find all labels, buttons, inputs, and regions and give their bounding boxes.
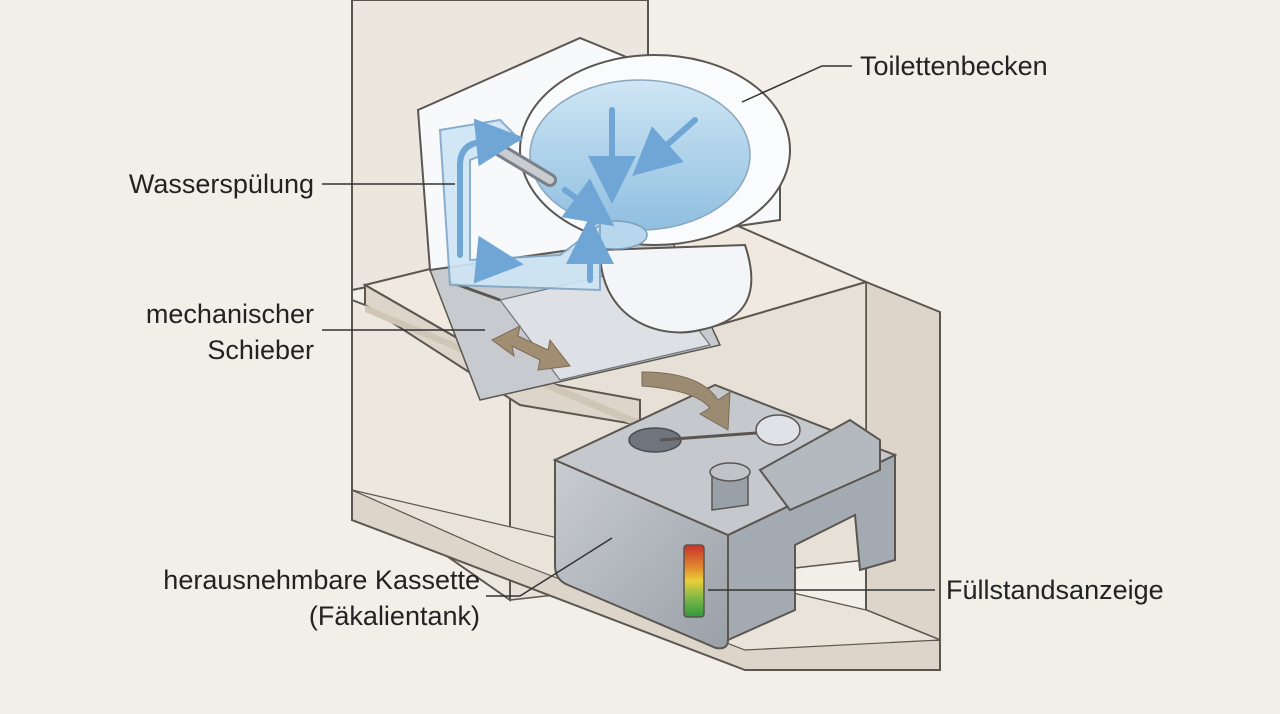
label-slide-valve-line2: Schieber — [80, 332, 314, 368]
level-indicator-window — [684, 545, 704, 617]
label-level-indicator: Füllstandsanzeige — [946, 572, 1164, 608]
label-cassette-line2: (Fäkalientank) — [100, 598, 480, 634]
label-cassette: herausnehmbare Kassette (Fäkalientank) — [100, 562, 480, 634]
label-slide-valve: mechanischer Schieber — [80, 296, 314, 368]
label-toilet-bowl: Toilettenbecken — [860, 48, 1048, 84]
label-slide-valve-line1: mechanischer — [80, 296, 314, 332]
label-cassette-line1: herausnehmbare Kassette — [100, 562, 480, 598]
label-flush: Wasserspülung — [100, 166, 314, 202]
